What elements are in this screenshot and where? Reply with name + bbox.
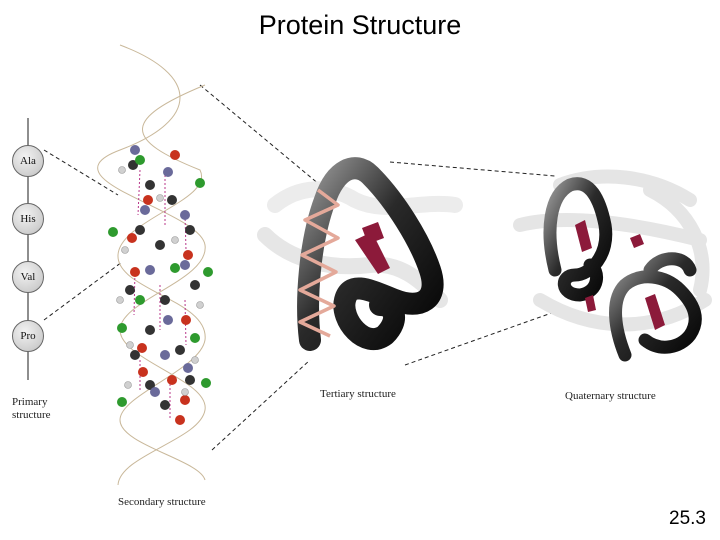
tertiary-background-tubes xyxy=(257,181,463,308)
slide-title: Protein Structure xyxy=(258,10,462,40)
quaternary-dark-subunit-a xyxy=(543,177,613,302)
amino-acid-ala: Ala xyxy=(12,145,44,177)
tertiary-main-tube xyxy=(297,157,444,351)
quaternary-beta-sheets xyxy=(575,220,665,330)
slide-number: 25.3 xyxy=(669,508,706,529)
projection-lines xyxy=(43,84,561,451)
amino-acid-val: Val xyxy=(12,261,44,293)
amino-acid-his: His xyxy=(12,203,44,235)
quaternary-dark-subunit-b xyxy=(609,252,702,362)
helix-atoms xyxy=(108,145,213,425)
caption-primary-structure: Primary structure xyxy=(12,396,51,421)
tertiary-beta-sheet xyxy=(355,222,390,274)
tertiary-helix-ribbon xyxy=(298,188,340,338)
caption-tertiary-structure: Tertiary structure xyxy=(320,388,396,400)
alpha-helix-backbone xyxy=(97,44,206,486)
hydrogen-bonds xyxy=(133,169,187,420)
amino-acid-pro: Pro xyxy=(12,320,44,352)
caption-quaternary-structure: Quaternary structure xyxy=(565,390,656,402)
caption-secondary-structure: Secondary structure xyxy=(118,496,206,508)
